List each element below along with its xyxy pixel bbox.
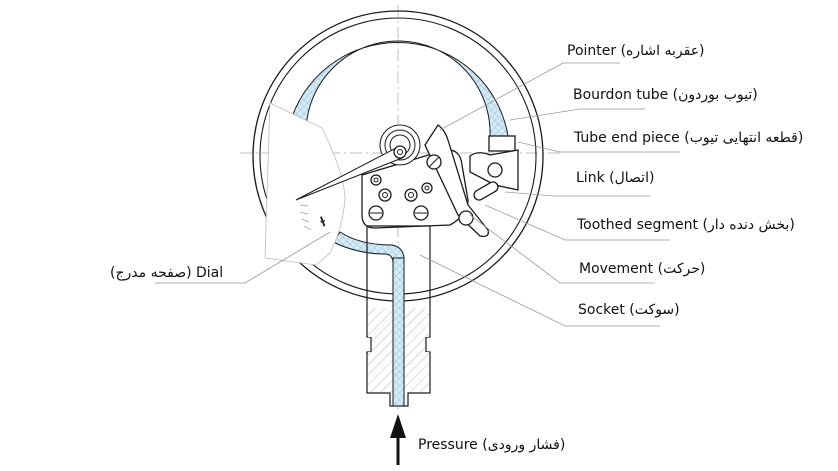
tube-end-piece (488, 135, 516, 152)
label-dial: (صفحه مدرج) Dial (110, 265, 223, 281)
label-toothed-segment: Toothed segment (بخش دنده دار) (576, 217, 795, 233)
pressure-arrow-icon (390, 414, 406, 465)
label-socket: Socket (سوکت) (578, 302, 680, 318)
link (473, 181, 499, 201)
label-bourdon-tube: Bourdon tube (تیوب بوردون) (573, 87, 758, 103)
toothed-segment (424, 124, 489, 238)
label-tube-end-piece: Tube end piece (قطعه انتهایی تیوب) (573, 130, 803, 146)
label-movement: Movement (حرکت) (579, 261, 705, 277)
pointer-hub (393, 145, 407, 159)
label-link: Link (اتصال) (576, 170, 654, 186)
socket-bore (392, 257, 405, 407)
bourdon-tube (291, 40, 509, 137)
label-pointer: Pointer (عقربه اشاره) (567, 43, 705, 59)
link-pivot (487, 162, 503, 178)
label-pressure: Pressure (فشار ورودی) (418, 437, 565, 453)
dial (264, 102, 346, 266)
dial-ticks (299, 204, 312, 231)
movement-screws (368, 154, 442, 221)
pointer-hub-inner (397, 149, 403, 155)
dial-mark: ɫ (318, 213, 328, 230)
segment-pivot (458, 210, 474, 226)
leader-lines (155, 62, 680, 327)
